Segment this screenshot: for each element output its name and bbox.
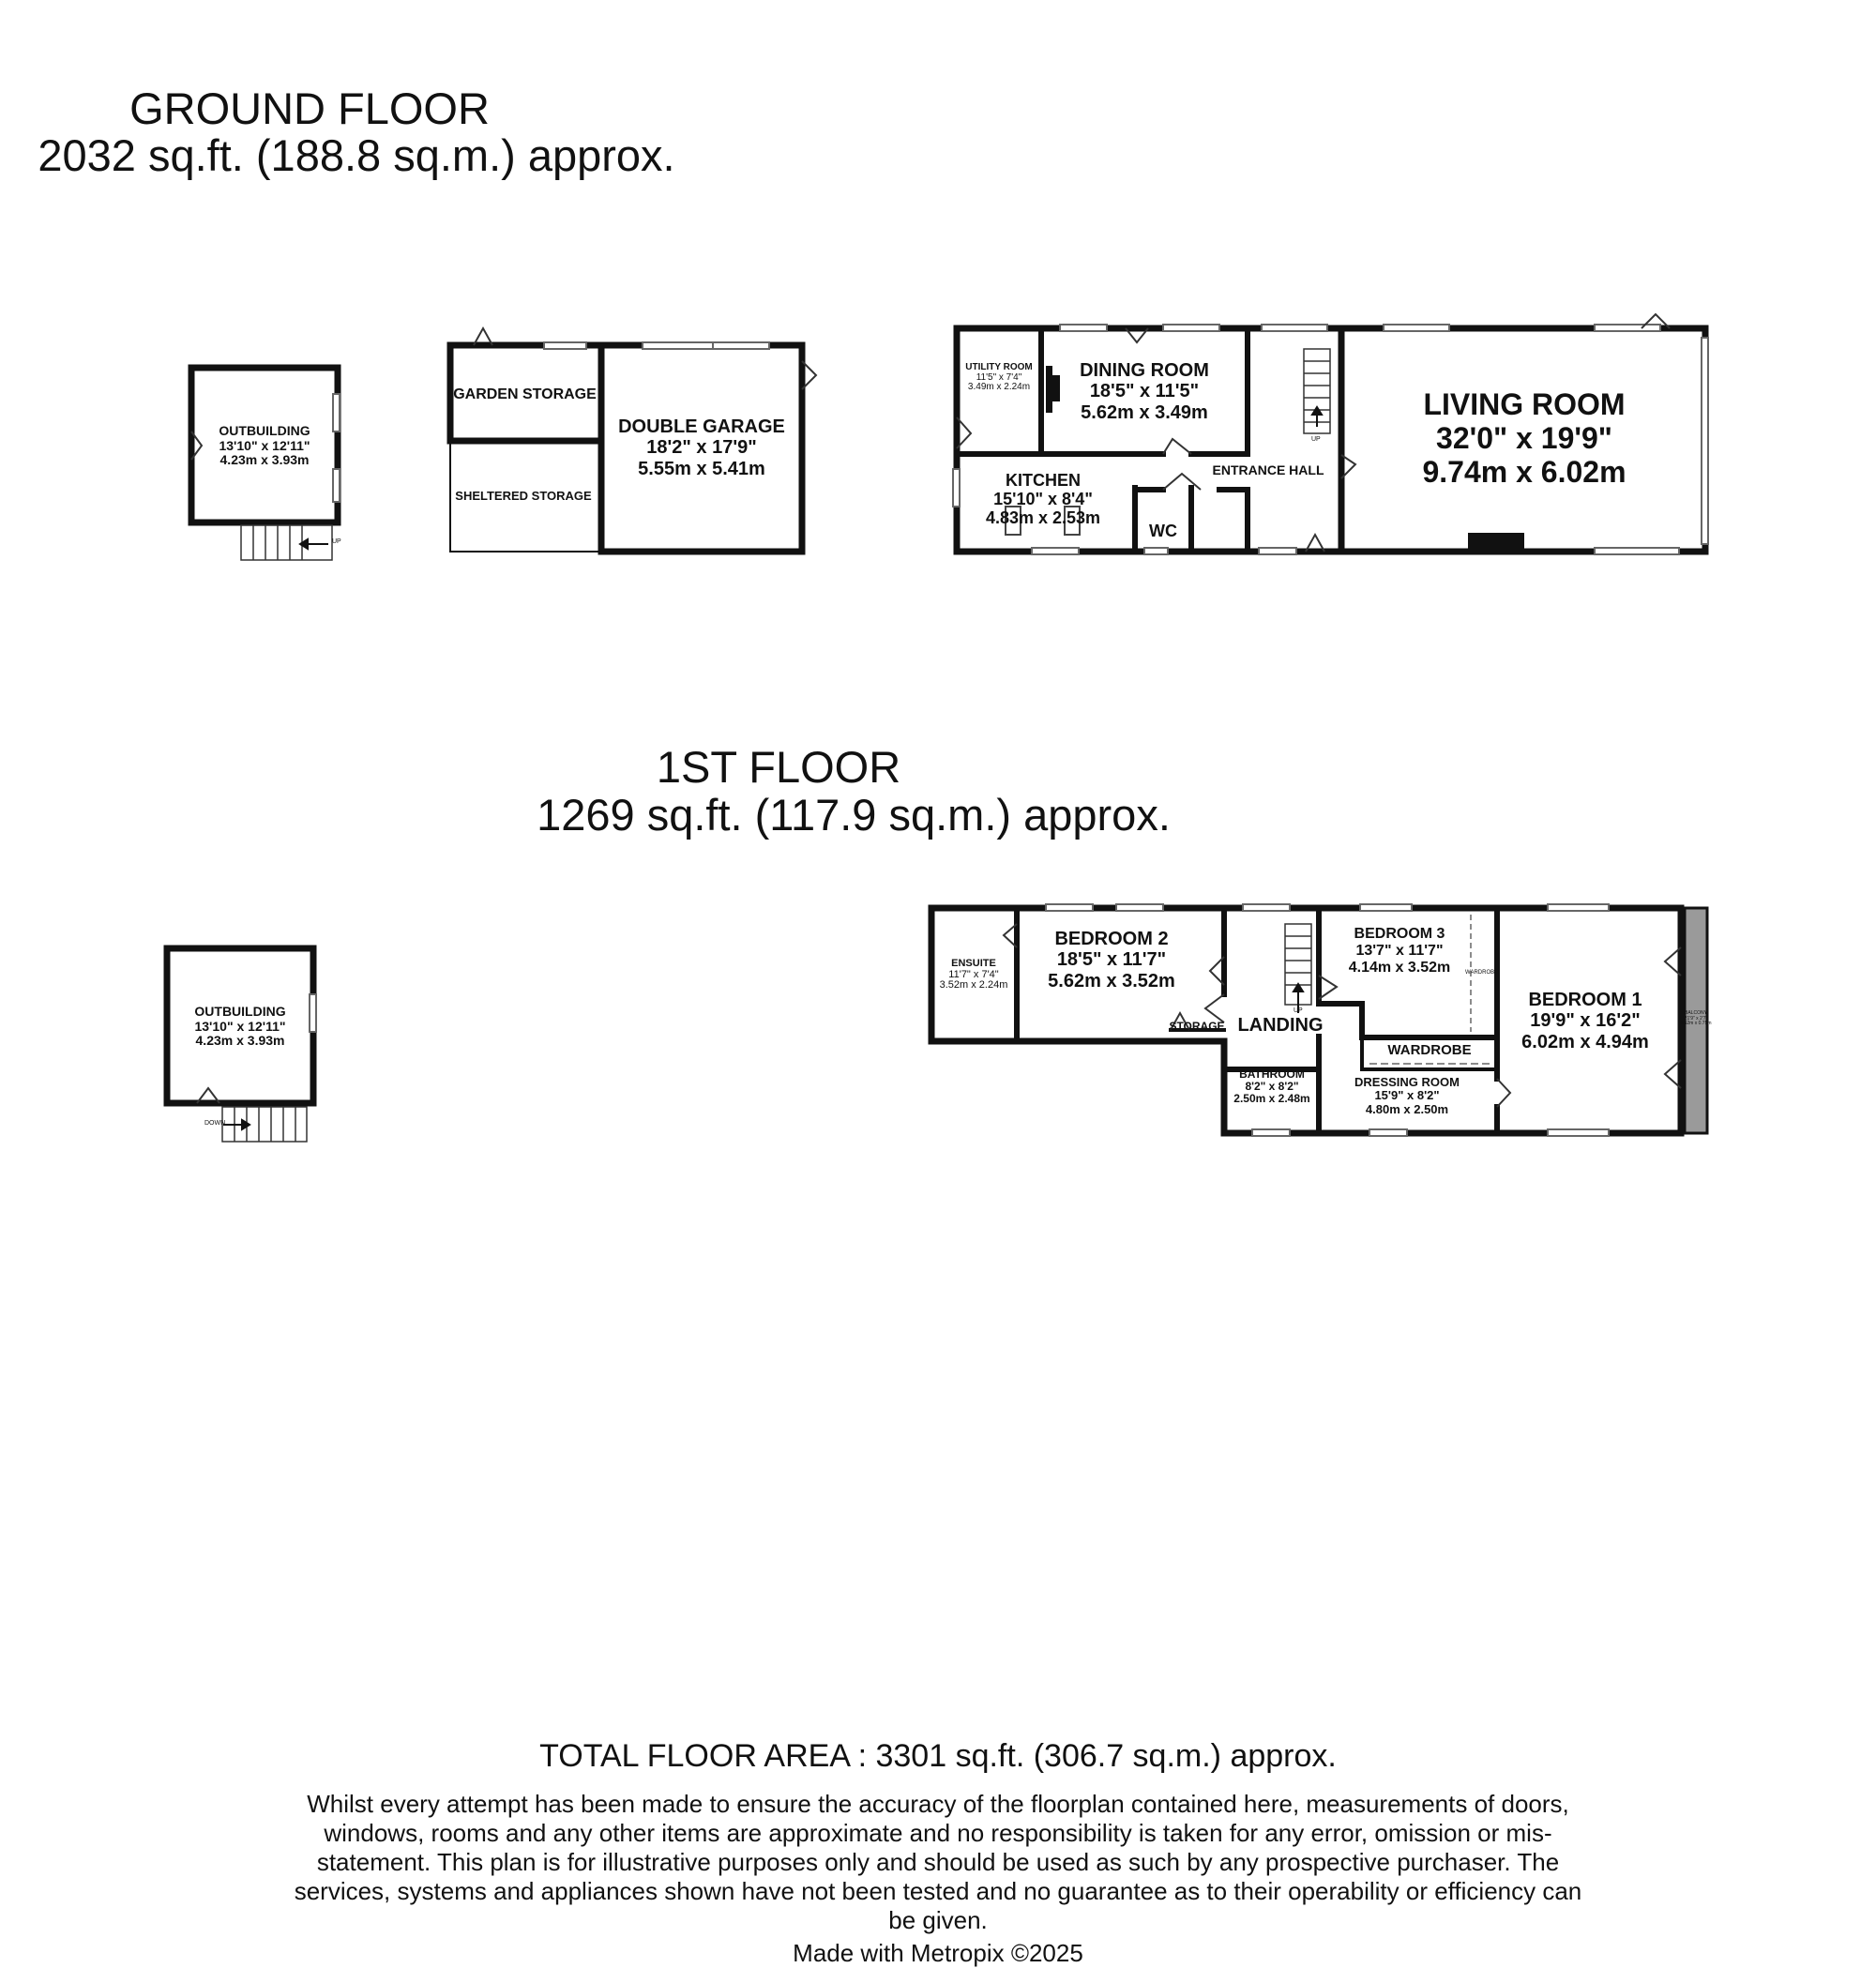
ff-bedroom-3-metric: 4.14m x 3.52m <box>1348 959 1451 976</box>
gf-entrance-hall-label: ENTRANCE HALL <box>1212 462 1324 477</box>
ff-bedroom-2-label: BEDROOM 2 18'5" x 11'7" 5.62m x 3.52m <box>1022 929 1201 992</box>
ff-storage-label: STORAGE <box>1169 1020 1225 1033</box>
disclaimer-text: Whilst every attempt has been made to en… <box>294 1790 1582 1934</box>
first-floor-title: 1ST FLOOR <box>656 742 901 792</box>
ff-bathroom-name: BATHROOM <box>1239 1067 1305 1081</box>
gf-outbuilding-walls <box>188 364 341 526</box>
ff-wardrobe-small-label: WARDROBE <box>1465 970 1499 976</box>
gf-kitchen-metric: 4.83m x 2.53m <box>985 508 1101 528</box>
fixtures <box>1046 366 1524 549</box>
ff-ensuite-label: ENSUITE 11'7" x 7'4" 3.52m x 2.24m <box>933 958 1014 992</box>
ff-bathroom-imperial: 8'2" x 8'2" <box>1245 1080 1299 1094</box>
ff-dressing-room-name: DRESSING ROOM <box>1354 1075 1460 1089</box>
ff-dressing-room-imperial: 15'9" x 8'2" <box>1374 1088 1440 1103</box>
windows <box>309 324 1709 1137</box>
gf-dining-room-label: DINING ROOM 18'5" x 11'5" 5.62m x 3.49m <box>1041 360 1248 423</box>
ff-bedroom-1-metric: 6.02m x 4.94m <box>1521 1031 1649 1052</box>
ff-balcony-label: BALCONY 21'9" x 2'7" 6.62m x 0.79m <box>1672 1010 1720 1027</box>
credit-text: Made with Metropix ©2025 <box>793 1939 1083 1967</box>
ff-landing-label: LANDING <box>1237 1015 1324 1036</box>
ff-bedroom-3-label: BEDROOM 3 13'7" x 11'7" 4.14m x 3.52m <box>1324 926 1475 976</box>
gf-utility-room-metric: 3.49m x 2.24m <box>967 382 1031 392</box>
gf-outbuilding-name: OUTBUILDING <box>219 423 310 438</box>
ff-bathroom-label: BATHROOM 8'2" x 8'2" 2.50m x 2.48m <box>1227 1067 1317 1106</box>
ff-outbuilding-name: OUTBUILDING <box>194 1004 286 1019</box>
ff-balcony-metric: 6.62m x 0.79m <box>1680 1021 1712 1026</box>
doors <box>190 312 1682 1108</box>
gf-entrance-hall-stair-label: UP <box>1311 436 1321 443</box>
ff-bedroom-2-imperial: 18'5" x 11'7" <box>1056 949 1167 971</box>
ff-bedroom-2-name: BEDROOM 2 <box>1054 929 1169 949</box>
ff-bedroom-2-metric: 5.62m x 3.52m <box>1048 970 1175 992</box>
first-floor-area: 1269 sq.ft. (117.9 sq.m.) approx. <box>537 790 1171 840</box>
gf-living-room-label: LIVING ROOM 32'0" x 19'9" 9.74m x 6.02m <box>1351 387 1698 489</box>
gf-outbuilding-stair-label: UP <box>332 538 341 545</box>
gf-double-garage-metric: 5.55m x 5.41m <box>638 458 765 479</box>
ff-bathroom-metric: 2.50m x 2.48m <box>1233 1092 1310 1106</box>
ff-bedroom-1-imperial: 19'9" x 16'2" <box>1530 1010 1641 1032</box>
ff-bedroom-1-name: BEDROOM 1 <box>1528 990 1642 1010</box>
gf-living-room-metric: 9.74m x 6.02m <box>1422 454 1626 489</box>
ff-bedroom-3-name: BEDROOM 3 <box>1354 926 1445 942</box>
gf-garden-storage-label: GARDEN STORAGE <box>453 386 597 402</box>
gf-double-garage-imperial: 18'2" x 17'9" <box>646 437 757 459</box>
ff-balcony-name: BALCONY <box>1685 1010 1707 1016</box>
ff-ensuite-name: ENSUITE <box>951 958 996 969</box>
gf-garage-walls <box>446 341 806 555</box>
gf-double-garage-name: DOUBLE GARAGE <box>618 416 785 437</box>
gf-dining-room-name: DINING ROOM <box>1080 360 1209 381</box>
gf-living-room-imperial: 32'0" x 19'9" <box>1436 420 1612 455</box>
ground-floor-area: 2032 sq.ft. (188.8 sq.m.) approx. <box>38 130 675 180</box>
gf-dining-room-imperial: 18'5" x 11'5" <box>1089 381 1200 402</box>
gf-outbuilding-label: OUTBUILDING 13'10" x 12'11" 4.23m x 3.93… <box>191 423 338 468</box>
ff-landing-stair-label: UP <box>1294 1007 1303 1014</box>
ff-balcony-strip <box>1683 906 1709 1135</box>
ff-dressing-room-metric: 4.80m x 2.50m <box>1365 1101 1449 1116</box>
gf-outbuilding-imperial: 13'10" x 12'11" <box>219 437 310 453</box>
gf-double-garage-label: DOUBLE GARAGE 18'2" x 17'9" 5.55m x 5.41… <box>601 416 802 479</box>
ff-balcony-imperial: 21'9" x 2'7" <box>1684 1015 1708 1022</box>
ff-dressing-room-label: DRESSING ROOM 15'9" x 8'2" 4.80m x 2.50m <box>1323 1075 1491 1116</box>
gf-kitchen-name: KITCHEN <box>1006 471 1081 490</box>
gf-utility-room-name: UTILITY ROOM <box>965 362 1033 372</box>
wardrobe-doors <box>1369 915 1491 1065</box>
ff-house-walls <box>928 904 1685 1137</box>
ff-bedroom-1-label: BEDROOM 1 19'9" x 16'2" 6.02m x 4.94m <box>1501 990 1670 1052</box>
ff-bedroom-3-imperial: 13'7" x 11'7" <box>1355 942 1444 959</box>
gf-dining-room-metric: 5.62m x 3.49m <box>1081 401 1208 423</box>
gf-sheltered-storage-label: SHELTERED STORAGE <box>455 489 592 503</box>
ff-outbuilding-imperial: 13'10" x 12'11" <box>194 1018 286 1034</box>
ff-outbuilding-stair-label: DOWN <box>204 1120 226 1127</box>
ff-outbuilding-metric: 4.23m x 3.93m <box>195 1033 285 1049</box>
ff-outbuilding-label: OUTBUILDING 13'10" x 12'11" 4.23m x 3.93… <box>167 1004 313 1049</box>
gf-outbuilding-metric: 4.23m x 3.93m <box>219 452 310 468</box>
gf-utility-room-label: UTILITY ROOM 11'5" x 7'4" 3.49m x 2.24m <box>959 362 1039 393</box>
ground-floor-title: GROUND FLOOR <box>129 83 490 133</box>
total-floor-area: TOTAL FLOOR AREA : 3301 sq.ft. (306.7 sq… <box>539 1738 1337 1774</box>
hob-icons <box>1005 506 1081 536</box>
ff-ensuite-imperial: 11'7" x 7'4" <box>948 968 999 980</box>
gf-utility-room-imperial: 11'5" x 7'4" <box>976 371 1022 383</box>
gf-wc-label: WC <box>1149 522 1177 540</box>
stair-arrows <box>223 405 1324 1131</box>
gf-kitchen-label: KITCHEN 15'10" x 8'4" 4.83m x 2.53m <box>959 471 1127 527</box>
ff-wardrobe-label: WARDROBE <box>1387 1042 1472 1058</box>
gf-living-room-name: LIVING ROOM <box>1423 387 1626 421</box>
gf-kitchen-imperial: 15'10" x 8'4" <box>993 490 1093 509</box>
ff-ensuite-metric: 3.52m x 2.24m <box>939 979 1008 992</box>
stairs <box>221 348 1331 1143</box>
